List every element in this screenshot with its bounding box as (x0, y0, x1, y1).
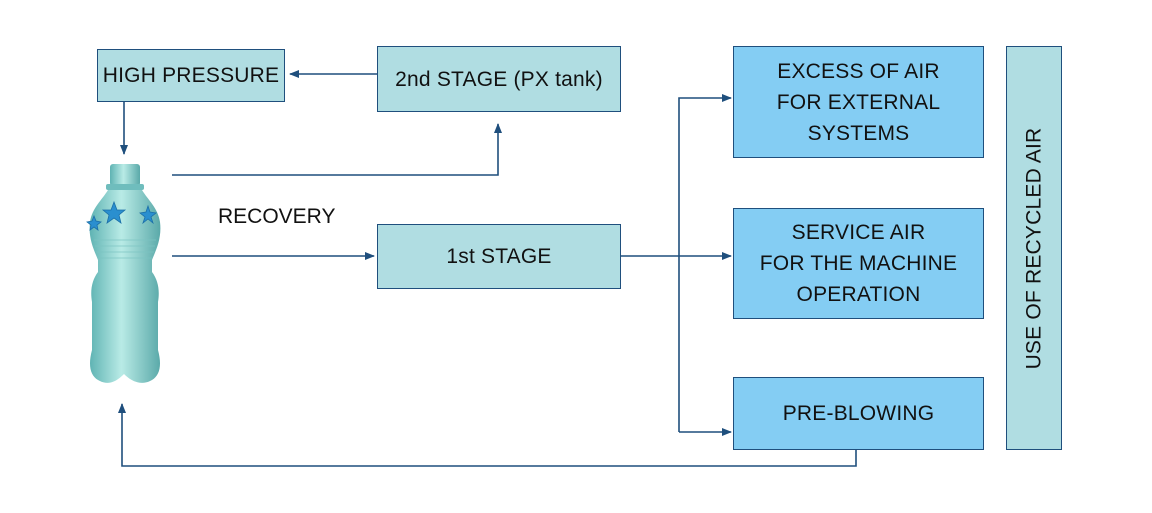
high-pressure-label: HIGH PRESSURE (102, 64, 280, 87)
recycled-air-box: USE OF RECYCLED AIR (1006, 46, 1062, 450)
excess-air-line-3: SYSTEMS (807, 121, 910, 145)
service-air-line-2: FOR THE MACHINE (759, 252, 958, 275)
service-air-line-3: OPERATION (796, 283, 921, 306)
recycled-air-label: USE OF RECYCLED AIR (1022, 127, 1046, 369)
first-stage-label: 1st STAGE (446, 245, 552, 268)
first-stage-box: 1st STAGE (377, 224, 621, 289)
excess-air-line-2: FOR EXTERNAL (776, 90, 941, 114)
second-stage-box: 2nd STAGE (PX tank) (377, 46, 621, 112)
recovery-label: RECOVERY (218, 205, 336, 228)
bottle-illustration (86, 164, 161, 383)
star-icon (139, 204, 157, 225)
star-icon (86, 214, 102, 231)
high-pressure-box: HIGH PRESSURE (97, 49, 285, 102)
excess-air-box: EXCESS OF AIR FOR EXTERNAL SYSTEMS (733, 46, 984, 158)
pre-blowing-label: PRE-BLOWING (782, 402, 935, 425)
service-air-line-1: SERVICE AIR (791, 221, 926, 244)
excess-air-line-1: EXCESS OF AIR (777, 59, 940, 83)
star-icon (101, 200, 127, 224)
second-stage-label: 2nd STAGE (PX tank) (395, 67, 603, 91)
service-air-box: SERVICE AIR FOR THE MACHINE OPERATION (733, 208, 984, 319)
pre-blowing-box: PRE-BLOWING (733, 377, 984, 450)
